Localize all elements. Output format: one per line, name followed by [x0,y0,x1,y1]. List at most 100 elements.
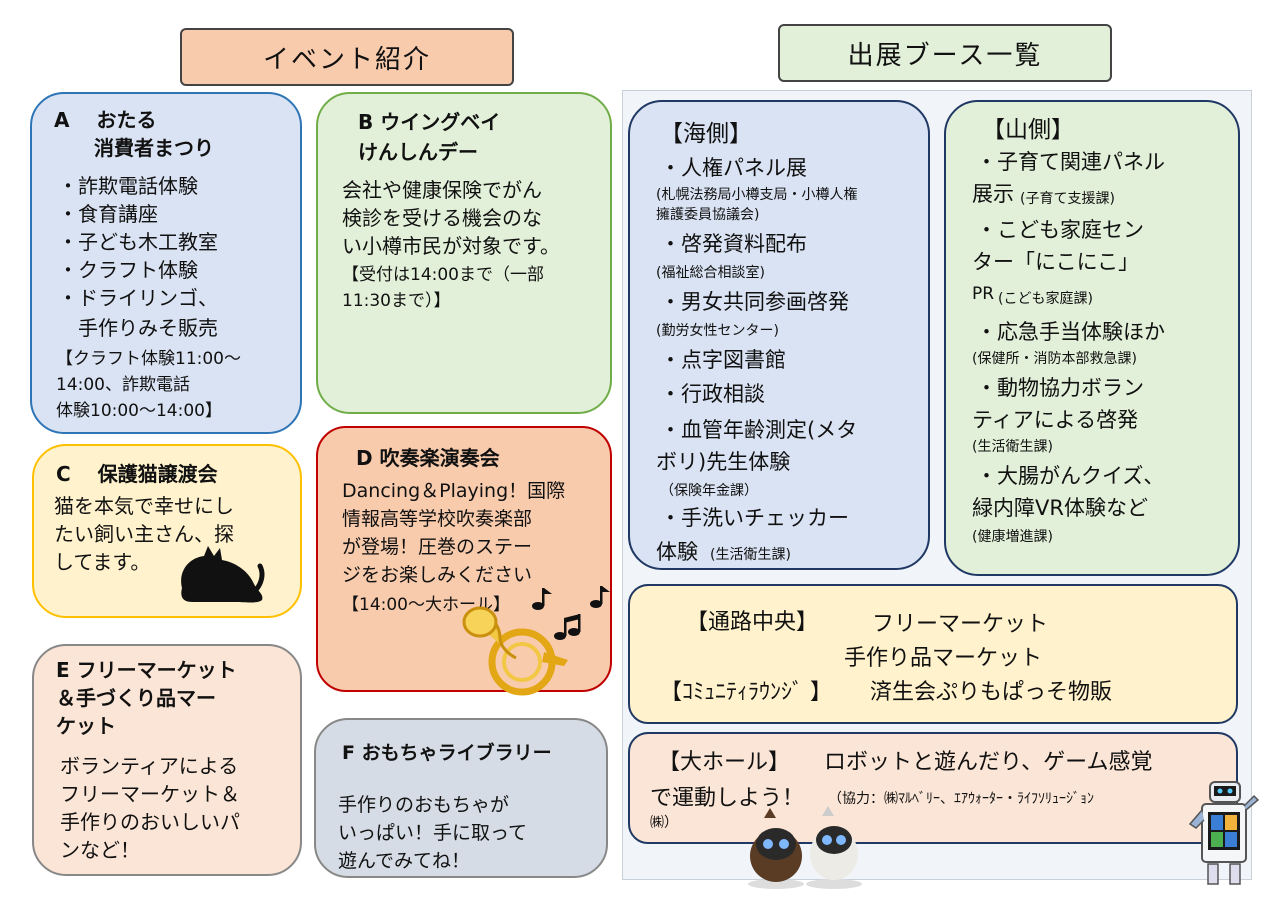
tsuro-item: フリーマーケット [872,612,1049,637]
yama-item-sub: (こども家庭課) [998,291,1093,307]
cat-icon [181,546,265,603]
event-a-item: ・クラフト体験 [58,258,198,282]
events-header-text: イベント紹介 [262,44,431,75]
event-d-desc: 情報高等学校吹奏楽部 [342,508,533,530]
event-b-note: 【受付は14:00まで（一部 [342,265,544,285]
event-b-card: B ウイングベイ けんしんデー 会社や健康保険でがん 検診を受ける機会のな い小… [316,92,612,414]
community-lounge-label: 【ｺﾐｭﾆﾃｨﾗｳﾝｼﾞ 】 [660,680,832,705]
event-c-desc: 猫を本気で幸せにし [54,494,234,518]
yama-item: ・子育て関連パネル [976,150,1165,174]
umi-item-sub: (勤労女性センター) [656,323,779,339]
event-d-desc: Dancing＆Playing！国際 [342,480,566,502]
event-e-desc: 手作りのおいしいパ [60,810,240,834]
hall-desc: ロボットと遊んだり、ゲーム感覚 [824,750,1153,775]
event-f-title: F おもちゃライブラリー [342,742,552,764]
event-d-note: 【14:00～大ホール】 [342,595,510,615]
pet-robot-icon [748,806,862,889]
event-e-title-2: ＆手づくり品マー [56,686,216,710]
umi-item-sub: (生活衛生課) [710,547,791,563]
yama-booth-card: 【山側】 ・子育て関連パネル 展示 (子育て支援課) ・こども家庭セン ター「に… [944,100,1240,576]
yama-item-sub: (保健所・消防本部救急課) [972,351,1137,367]
umi-booth-card: 【海側】 ・人権パネル展 (札幌法務局小樽支局・小樽人権 擁護委員協議会) ・啓… [628,100,930,570]
event-a-note: 【クラフト体験11:00～ [56,349,241,369]
umi-item: 体験 [656,540,698,564]
event-a-item: 手作りみそ販売 [58,316,218,340]
french-horn-icon [462,606,568,696]
booths-header-text: 出展ブース一覧 [847,40,1043,71]
event-a-note: 体験10:00～14:00】 [56,401,222,421]
tsuro-booth-card: 【通路中央】 フリーマーケット 手作り品マーケット 【ｺﾐｭﾆﾃｨﾗｳﾝｼﾞ 】… [628,584,1238,724]
event-b-desc: 会社や健康保険でがん [342,178,542,202]
event-d-desc: ジをお楽しみください [342,564,533,586]
event-c-card: C 保護猫譲渡会 猫を本気で幸せにし たい飼い主さん、探 してます。 [32,444,302,618]
event-e-title-3: ケット [56,714,116,738]
event-a-item: ・子ども木工教室 [58,230,218,254]
event-b-note: 11:30まで）】 [342,291,451,311]
event-a-item: ・詐欺電話体験 [58,174,198,198]
yama-item: ・こども家庭セン [976,218,1144,242]
events-header: イベント紹介 [180,28,514,86]
event-a-title-2: 消費者まつり [94,136,214,160]
yama-item: ター「にこにこ」 [972,250,1140,274]
event-e-desc: フリーマーケット＆ [60,782,240,806]
event-a-note: 14:00、詐欺電話 [56,375,190,395]
event-f-desc: 手作りのおもちゃが [338,794,510,816]
event-a-card: A おたる 消費者まつり ・詐欺電話体験 ・食育講座 ・子ども木工教室 ・クラフ… [30,92,302,434]
hall-credit: ㈱） [650,815,678,831]
event-d-desc: が登場！圧巻のステー [342,536,533,558]
umi-item: ボリ)先生体験 [656,450,791,474]
event-e-title: E フリーマーケット [56,658,237,682]
event-a-item: ・ドライリンゴ、 [58,286,218,310]
umi-item: ・行政相談 [660,382,765,406]
event-f-card: F おもちゃライブラリー 手作りのおもちゃが いっぱい！手に取って 遊んでみてね… [314,718,608,878]
event-f-desc: いっぱい！手に取って [338,822,528,844]
tsuro-item: 済生会ぷりもぱっそ物販 [870,680,1113,705]
hall-credit: （協力：㈱ﾏﾙﾍﾞﾘｰ、ｴｱｳｫｰﾀｰ・ﾗｲﾌｿﾘｭｰｼﾞｮﾝ [828,791,1094,807]
yama-item: ・大腸がんクイズ、 [976,464,1165,488]
event-f-desc: 遊んでみてね！ [338,850,471,872]
hall-desc: で運動しよう！ [650,786,805,811]
event-a-title: A おたる [54,108,157,132]
event-c-desc: たい飼い主さん、探 [54,522,234,546]
umi-item: ・点字図書館 [660,348,786,372]
yama-title: 【山側】 [982,117,1074,143]
umi-item: ・男女共同参画啓発 [660,290,849,314]
event-d-title: D 吹奏楽演奏会 [356,446,500,470]
booths-header: 出展ブース一覧 [778,24,1112,82]
yama-item-sub: (健康増進課) [972,529,1053,545]
umi-item-sub: 擁護委員協議会) [656,207,760,223]
event-b-title-2: けんしんデー [358,140,478,164]
event-b-title: B ウイングベイ [358,110,501,134]
event-b-desc: 検診を受ける機会のな [342,206,542,230]
umi-item-sub: (福祉総合相談室) [656,265,765,281]
tsuro-label: 【通路中央】 [686,610,819,635]
hall-booth-card: 【大ホール】 ロボットと遊んだり、ゲーム感覚 で運動しよう！ （協力：㈱ﾏﾙﾍﾞ… [628,732,1238,844]
yama-item: ・動物協力ボラン [976,376,1144,400]
yama-item: 展示 [972,182,1014,206]
umi-item: ・人権パネル展 [660,156,807,180]
yama-item-sub: (生活衛生課) [972,439,1053,455]
event-e-desc: ボランティアによる [60,754,239,778]
umi-item-sub: （保険年金課） [660,483,758,499]
event-e-desc: ンなど！ [60,838,140,862]
tsuro-item: 手作り品マーケット [844,646,1043,671]
umi-title: 【海側】 [660,121,752,147]
event-c-title: C 保護猫譲渡会 [56,462,218,486]
event-b-desc: い小樽市民が対象です。 [342,234,560,258]
event-c-desc: してます。 [54,550,151,574]
umi-item: ・血管年齢測定(メタ [660,418,858,442]
umi-item: ・手洗いチェッカー [660,506,849,530]
umi-item-sub: (札幌法務局小樽支局・小樽人権 [656,187,858,203]
music-notes-icon [532,586,610,640]
yama-item: 緑内障VR体験など [972,496,1148,520]
yama-item-sub: (子育て支援課) [1020,191,1115,207]
event-d-card: D 吹奏楽演奏会 Dancing＆Playing！国際 情報高等学校吹奏楽部 が… [316,426,612,692]
event-a-item: ・食育講座 [58,202,158,226]
yama-item: ・応急手当体験ほか [976,320,1165,344]
hall-label: 【大ホール】 [658,750,791,775]
robot-icon [1188,781,1260,885]
umi-item: ・啓発資料配布 [660,232,807,256]
yama-item: ティアによる啓発 [972,408,1139,432]
event-e-card: E フリーマーケット ＆手づくり品マー ケット ボランティアによる フリーマーケ… [32,644,302,876]
yama-item: PR [972,284,995,304]
